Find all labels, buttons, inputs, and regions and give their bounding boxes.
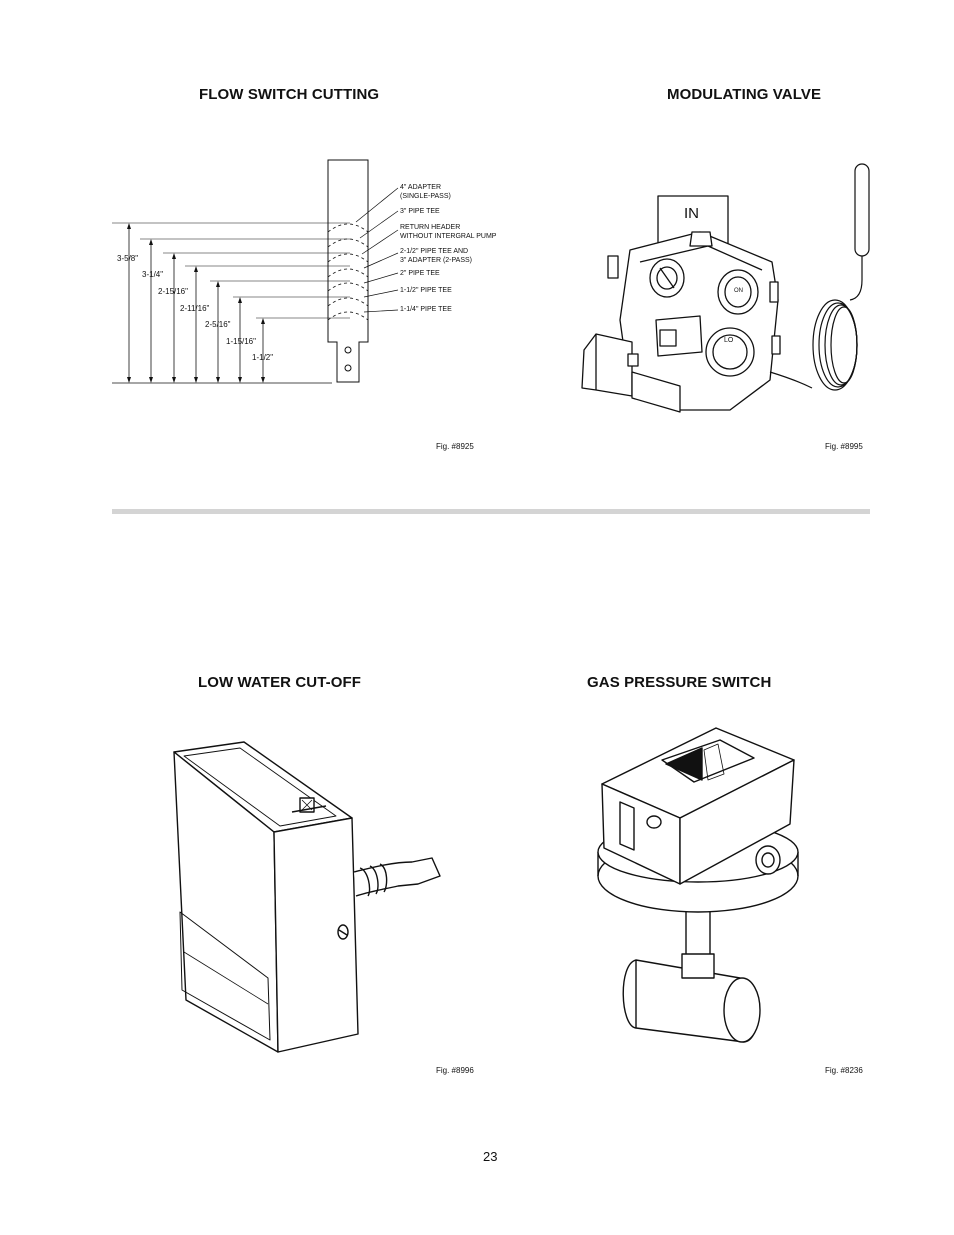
figure-number: Fig. #8995 <box>825 442 863 451</box>
figure-number: Fig. #8996 <box>436 1066 474 1075</box>
dimension-label: 2-15/16" <box>158 287 188 296</box>
callout-label: RETURN HEADER <box>400 224 460 231</box>
dial-label: ON <box>734 288 743 294</box>
callout-label: 2-1/2" PIPE TEE AND <box>400 248 468 255</box>
inlet-label: IN <box>684 205 699 222</box>
figure-number: Fig. #8925 <box>436 442 474 451</box>
callout-label: 1-1/2" PIPE TEE <box>400 287 452 294</box>
callout-label: 4" ADAPTER <box>400 184 441 191</box>
dimension-label: 1-15/16" <box>226 337 256 346</box>
dimension-label: 3-1/4" <box>142 270 163 279</box>
section-divider <box>112 509 870 514</box>
callout-label: (SINGLE-PASS) <box>400 193 451 200</box>
callout-label: 3" ADAPTER (2-PASS) <box>400 257 472 264</box>
knob-label: LO <box>724 337 734 344</box>
flow-switch-heading: FLOW SWITCH CUTTING <box>199 86 380 103</box>
dimension-label: 3-5/8" <box>117 254 138 263</box>
callout-label: 2" PIPE TEE <box>400 270 440 277</box>
figure-number: Fig. #8236 <box>825 1066 863 1075</box>
modulating-valve-heading: MODULATING VALVE <box>667 86 822 103</box>
dimension-label: 2-5/16" <box>205 320 231 329</box>
callout-label: WITHOUT INTERGRAL PUMP <box>400 233 497 240</box>
gas-pressure-heading: GAS PRESSURE SWITCH <box>587 674 772 691</box>
callout-label: 3" PIPE TEE <box>400 208 440 215</box>
callout-label: 1-1/4" PIPE TEE <box>400 306 452 313</box>
low-water-heading: LOW WATER CUT-OFF <box>198 674 362 691</box>
page-number: 23 <box>483 1149 498 1164</box>
dimension-label: 1-1/2" <box>252 353 273 362</box>
dimension-label: 2-11/16" <box>180 304 210 313</box>
